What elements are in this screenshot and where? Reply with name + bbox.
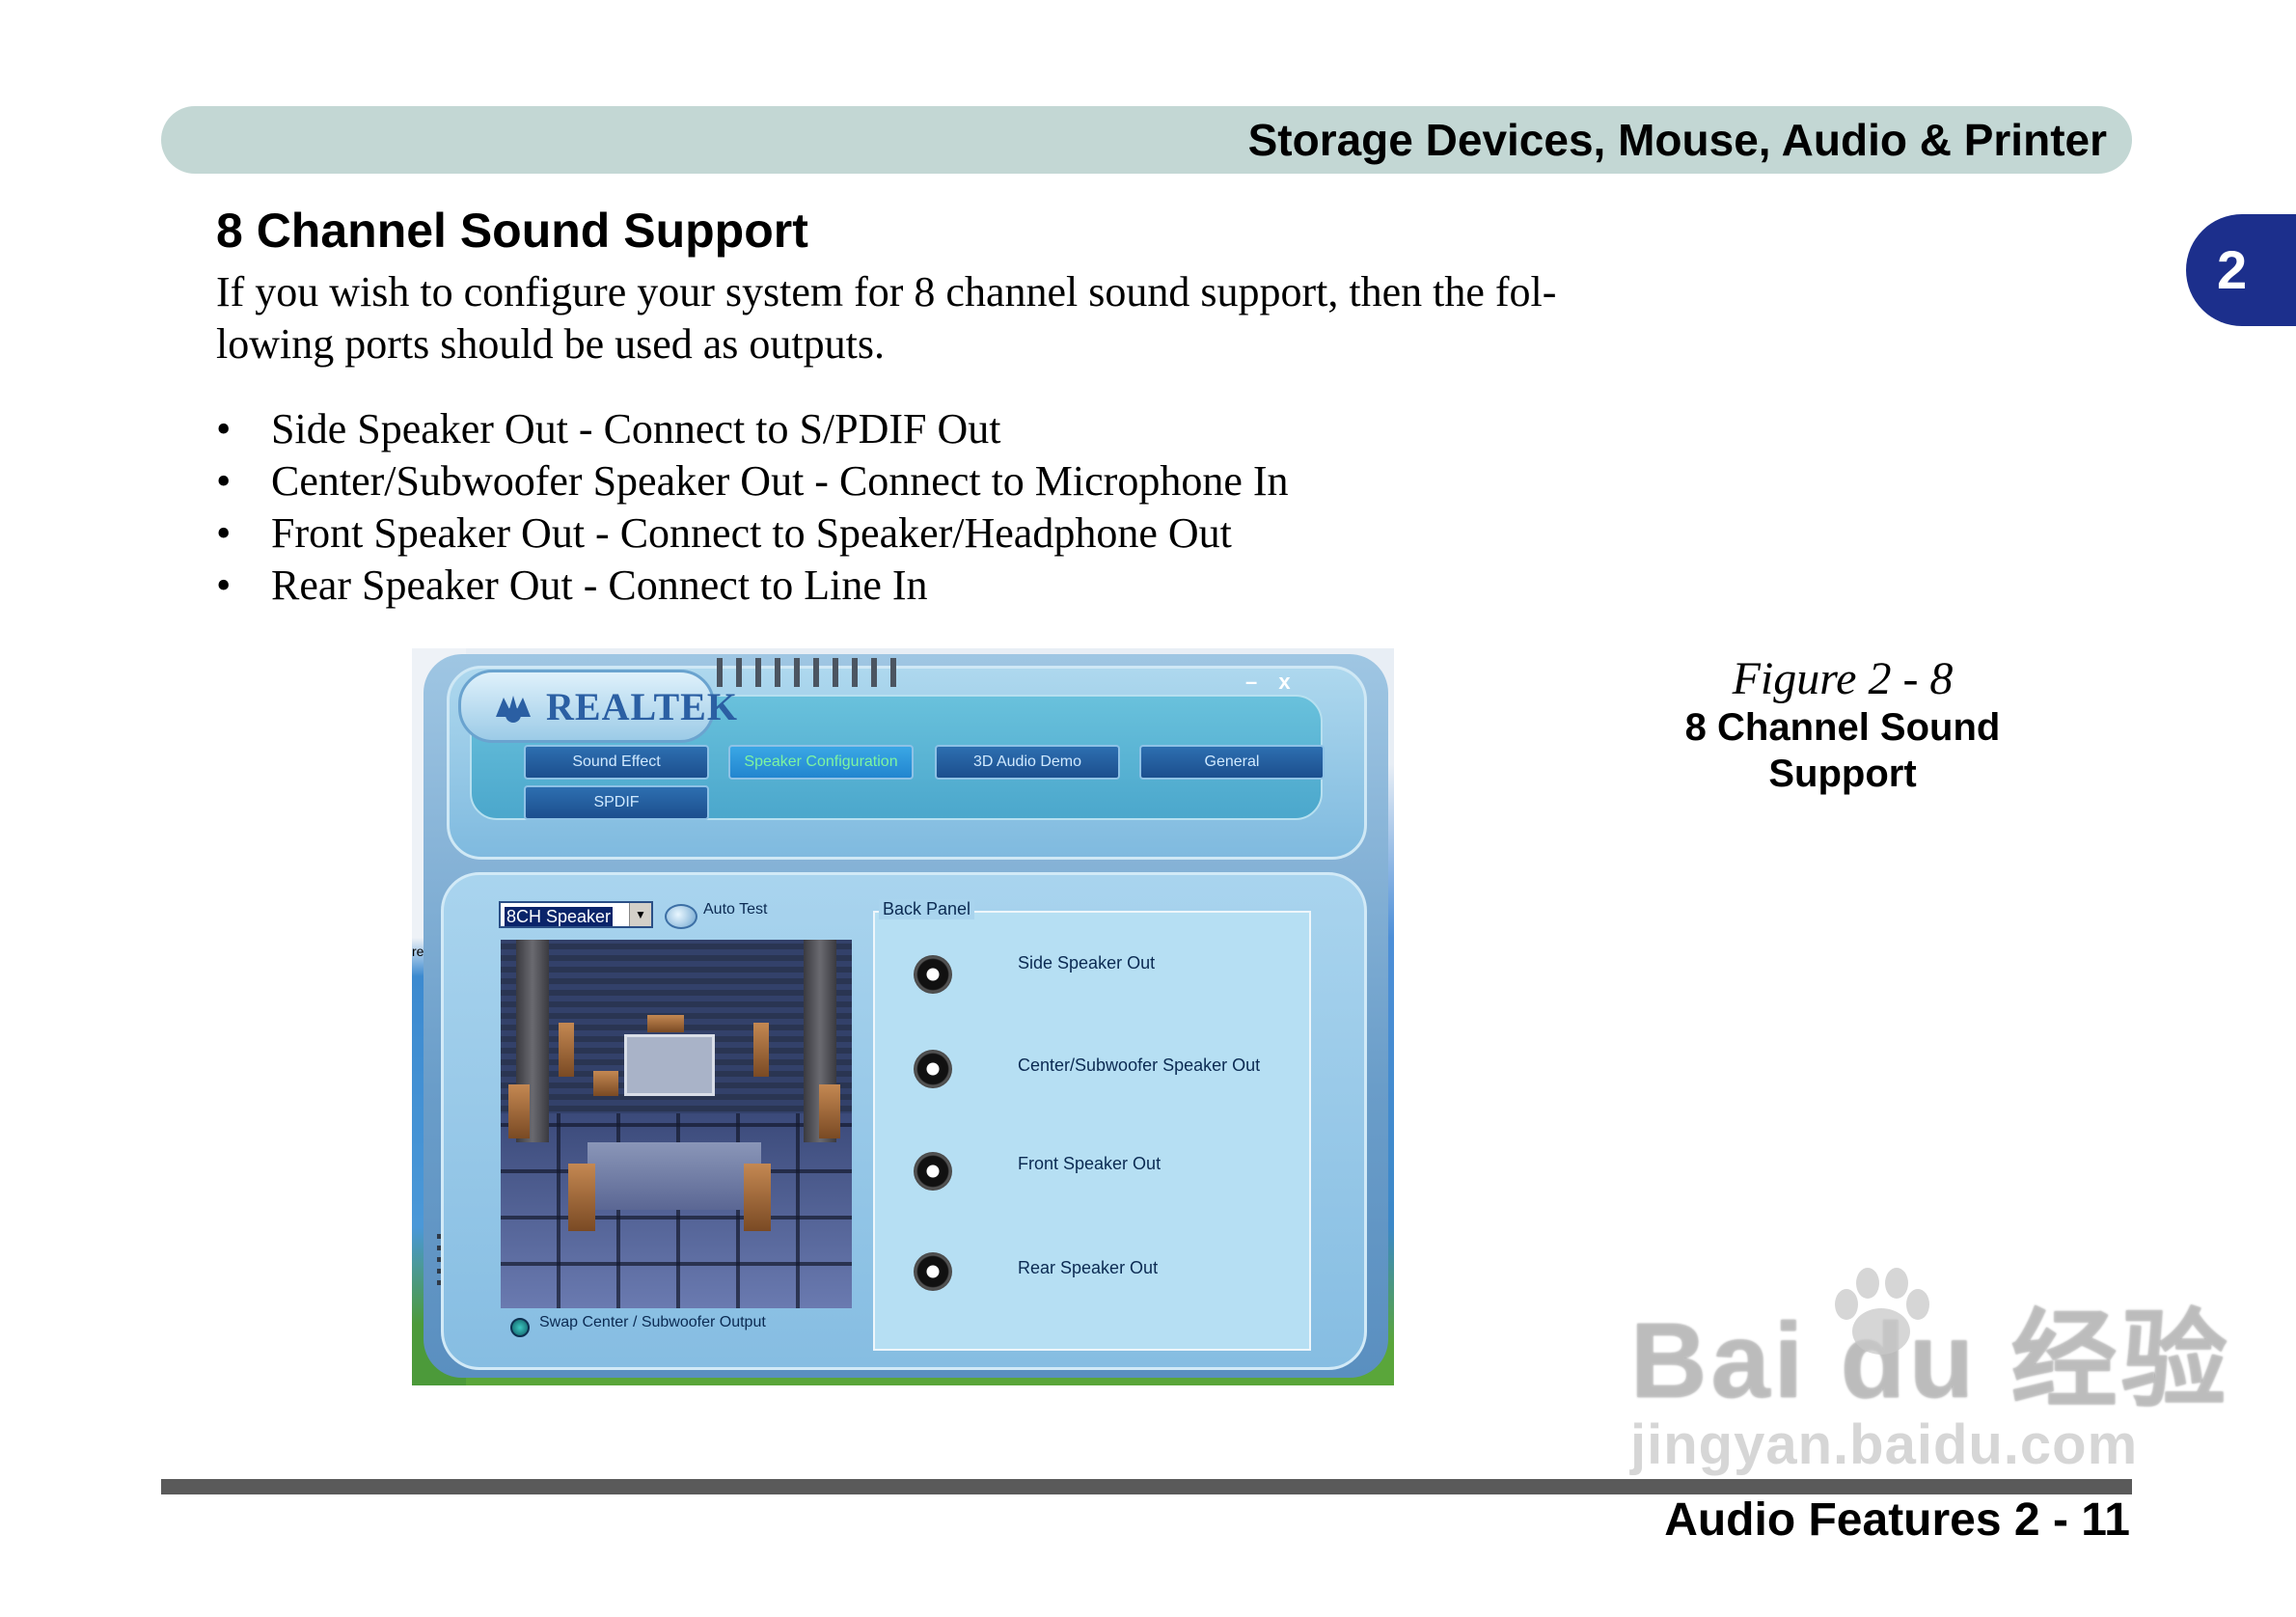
swap-output-label: Swap Center / Subwoofer Output: [539, 1314, 766, 1330]
footer-rule: [161, 1479, 2132, 1494]
figure-caption-line-1: 8 Channel Sound: [1684, 706, 2001, 749]
auto-test-button[interactable]: [665, 904, 697, 929]
speaker-select[interactable]: 8CH Speaker ▼: [499, 901, 653, 928]
bullet-item: Front Speaker Out - Connect to Speaker/H…: [216, 507, 1289, 560]
tab-speaker-configuration[interactable]: Speaker Configuration: [728, 745, 914, 780]
back-panel-title: Back Panel: [879, 899, 975, 919]
tab-spdif[interactable]: SPDIF: [524, 785, 709, 820]
footer-page-label: Audio Features 2 - 11: [1664, 1494, 2130, 1546]
front-left-speaker: [559, 1023, 574, 1077]
logo-text: REALTEK: [546, 685, 738, 728]
port-bullet-list: Side Speaker Out - Connect to S/PDIF Out…: [216, 403, 1289, 612]
paw-icon: [1835, 1268, 1929, 1355]
sofa: [588, 1142, 761, 1210]
window-controls[interactable]: – x: [1245, 670, 1298, 694]
rear-right-speaker: [744, 1164, 771, 1231]
side-left-speaker: [508, 1084, 530, 1138]
subwoofer: [593, 1071, 618, 1096]
rear-left-speaker: [568, 1164, 595, 1231]
chevron-down-icon[interactable]: ▼: [629, 903, 651, 926]
side-right-speaker: [819, 1084, 840, 1138]
watermark-brand: Bai du 经验: [1630, 1302, 2231, 1420]
header-bar: Storage Devices, Mouse, Audio & Printer: [161, 106, 2132, 174]
speaker-select-value: 8CH Speaker: [505, 907, 614, 926]
figure-caption-line-2: Support: [1768, 753, 1917, 795]
port-label-rear: Rear Speaker Out: [1018, 1258, 1159, 1277]
intro-paragraph: If you wish to configure your system for…: [216, 266, 1605, 370]
swap-output-radio[interactable]: [510, 1318, 530, 1337]
drag-handle-icon[interactable]: [717, 658, 900, 687]
figure-number: Figure 2 - 8: [1732, 653, 1954, 704]
chapter-number: 2: [2217, 239, 2248, 300]
tab-sound-effect[interactable]: Sound Effect: [524, 745, 709, 780]
tab-3d-audio-demo[interactable]: 3D Audio Demo: [935, 745, 1120, 780]
bullet-item: Rear Speaker Out - Connect to Line In: [216, 560, 1289, 612]
front-right-speaker: [753, 1023, 769, 1077]
intro-line-2: lowing ports should be used as outputs.: [216, 320, 885, 368]
realtek-logo: REALTEK: [458, 670, 737, 743]
section-title: 8 Channel Sound Support: [216, 204, 808, 258]
header-title: Storage Devices, Mouse, Audio & Printer: [1247, 115, 2107, 165]
center-speaker: [647, 1015, 684, 1032]
speaker-room-image: [501, 940, 852, 1308]
tv-screen: [624, 1034, 715, 1096]
figure-caption: 8 Channel Sound Support: [1669, 704, 2016, 797]
tab-general[interactable]: General: [1139, 745, 1325, 780]
chapter-tab[interactable]: 2: [2186, 214, 2296, 326]
intro-line-1: If you wish to configure your system for…: [216, 268, 1557, 315]
baidu-watermark: Bai du 经验 jingyan.baidu.com: [1630, 1268, 2231, 1477]
port-label-front: Front Speaker Out: [1018, 1154, 1162, 1173]
rear-speaker-jack-icon[interactable]: [914, 1252, 952, 1291]
front-speaker-jack-icon[interactable]: [914, 1152, 952, 1191]
bullet-item: Side Speaker Out - Connect to S/PDIF Out: [216, 403, 1289, 455]
center-subwoofer-jack-icon[interactable]: [914, 1050, 952, 1088]
port-label-center-subwoofer: Center/Subwoofer Speaker Out: [1018, 1055, 1261, 1075]
auto-test-label: Auto Test: [703, 901, 768, 918]
realtek-screenshot: rear out – x REALTEK Sound Effect Speake…: [412, 648, 1394, 1385]
watermark-url: jingyan.baidu.com: [1630, 1413, 2139, 1476]
port-label-side: Side Speaker Out: [1018, 953, 1156, 973]
side-speaker-jack-icon[interactable]: [914, 955, 952, 994]
bullet-item: Center/Subwoofer Speaker Out - Connect t…: [216, 455, 1289, 507]
crab-logo-icon: [496, 696, 531, 723]
